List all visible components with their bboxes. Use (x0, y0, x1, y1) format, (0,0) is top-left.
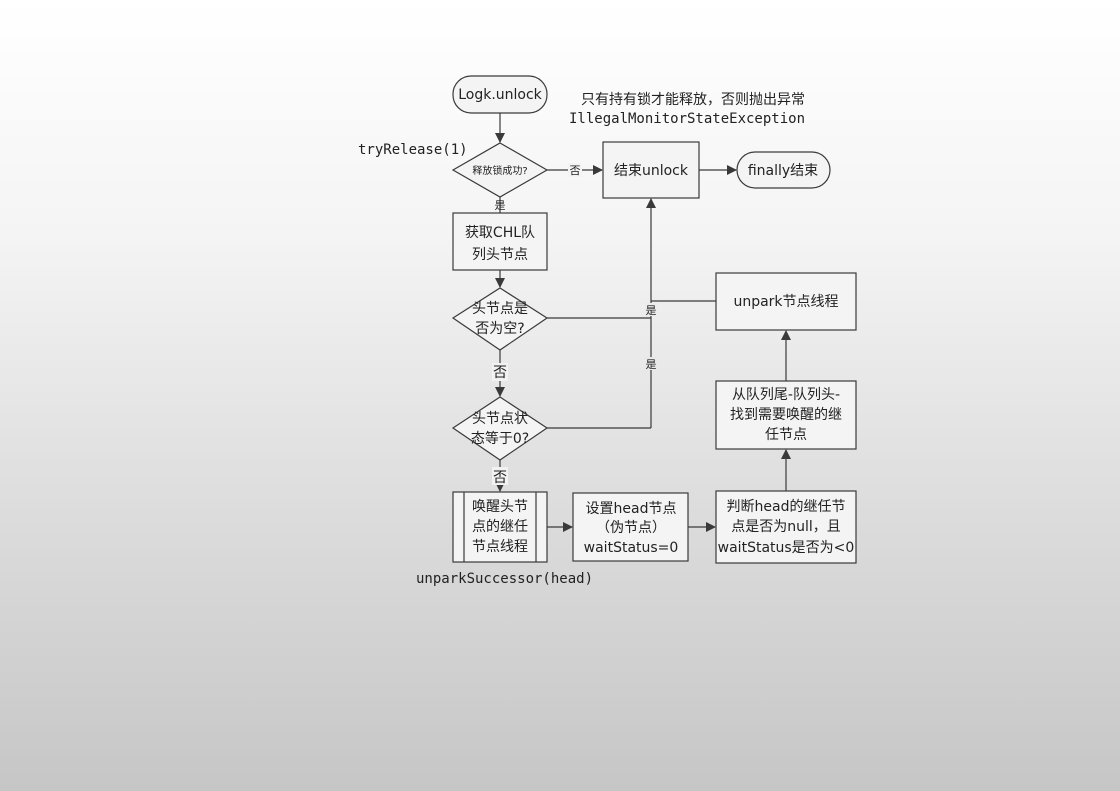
try-release-label: tryRelease(1) (358, 142, 468, 158)
edge-label-head-status-no: 否 (493, 470, 507, 486)
edge-label-release-yes: 是 (495, 199, 506, 212)
svg-text:释放锁成功?: 释放锁成功? (472, 164, 527, 177)
wake-successor-subprocess: 唤醒头节 点的继任 节点线程 (452, 491, 548, 563)
note-line1: 只有持有锁才能释放，否则抛出异常 (581, 92, 805, 108)
edge-label-head-status-yes: 是 (646, 358, 657, 371)
svg-text:找到需要唤醒的继: 找到需要唤醒的继 (730, 406, 842, 423)
get-head-box: 获取CHL队 列头节点 (452, 212, 548, 271)
connectors (495, 113, 791, 532)
svg-text:唤醒头节: 唤醒头节 (472, 498, 528, 515)
decision-head-status: 头节点状 态等于0? (451, 396, 549, 461)
svg-text:列头节点: 列头节点 (472, 247, 528, 263)
svg-text:判断head的继任节: 判断head的继任节 (727, 499, 846, 515)
end-unlock-box: 结束unlock (602, 141, 700, 199)
svg-text:waitStatus是否为<0: waitStatus是否为<0 (718, 540, 855, 556)
svg-text:从队列尾-队列头-: 从队列尾-队列头- (732, 387, 840, 403)
svg-text:任节点: 任节点 (765, 427, 807, 443)
svg-text:（伪节点）: （伪节点） (596, 520, 666, 536)
svg-text:Logk.unlock: Logk.unlock (458, 87, 542, 103)
finally-end-terminal: finally结束 (736, 151, 831, 189)
edge-label-head-null-no: 否 (493, 365, 507, 381)
decision-release-success: 释放锁成功? (451, 142, 549, 198)
unpark-thread-box: unpark节点线程 (715, 272, 857, 331)
svg-text:头节点是: 头节点是 (472, 301, 528, 317)
svg-text:点的继任: 点的继任 (472, 519, 528, 535)
svg-text:点是否为null，且: 点是否为null，且 (731, 519, 841, 535)
svg-text:finally结束: finally结束 (748, 163, 818, 179)
svg-text:waitStatus=0: waitStatus=0 (584, 540, 679, 556)
svg-text:态等于0?: 态等于0? (471, 430, 529, 447)
decision-head-null: 头节点是 否为空? (451, 287, 549, 351)
svg-text:unpark节点线程: unpark节点线程 (733, 294, 838, 310)
note-line2: IllegalMonitorStateException (569, 111, 805, 127)
svg-text:结束unlock: 结束unlock (614, 163, 689, 179)
find-successor-box: 从队列尾-队列头- 找到需要唤醒的继 任节点 (715, 380, 857, 450)
set-head-box: 设置head节点 （伪节点） waitStatus=0 (572, 492, 689, 562)
svg-text:头节点状: 头节点状 (472, 411, 528, 427)
edge-label-release-no: 否 (570, 164, 581, 177)
unpark-successor-label: unparkSuccessor(head) (416, 571, 593, 587)
svg-text:节点线程: 节点线程 (472, 539, 528, 555)
svg-text:获取CHL队: 获取CHL队 (465, 225, 535, 241)
start-terminal: Logk.unlock (452, 75, 548, 114)
svg-text:否为空?: 否为空? (475, 321, 524, 337)
svg-text:设置head节点: 设置head节点 (586, 501, 677, 517)
check-successor-box: 判断head的继任节 点是否为null，且 waitStatus是否为<0 (715, 490, 857, 564)
edge-label-head-null-yes: 是 (646, 304, 657, 317)
